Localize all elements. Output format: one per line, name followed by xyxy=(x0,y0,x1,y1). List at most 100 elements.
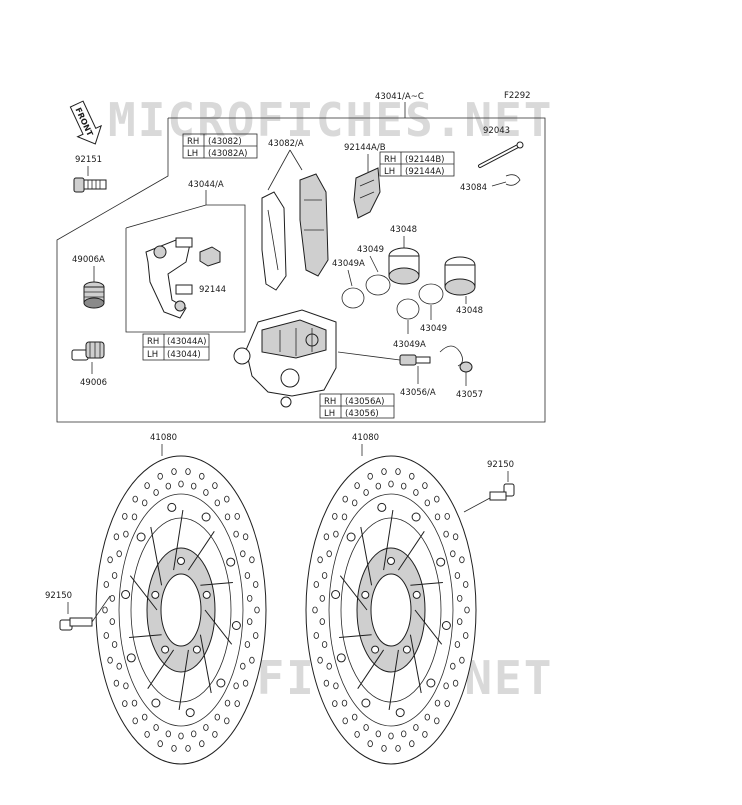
disc-hole xyxy=(326,662,332,670)
bleeder-cap xyxy=(439,345,473,373)
disc-hole xyxy=(459,656,465,664)
disc-spoke xyxy=(178,649,189,710)
disc-hole xyxy=(354,731,360,738)
label-seal-upper: 43049 xyxy=(357,245,384,255)
disc-spoke xyxy=(173,510,184,571)
label-pin: 92043 xyxy=(483,126,510,136)
disc-hole xyxy=(144,482,150,490)
disc-hole xyxy=(214,713,220,721)
disc-hole xyxy=(409,740,415,748)
disc-mount-hole xyxy=(202,590,211,599)
disc-hole xyxy=(424,499,430,507)
bolt-right xyxy=(463,483,515,513)
disc-spoke xyxy=(360,526,373,586)
disc-hole xyxy=(103,632,109,639)
disc-hole xyxy=(171,468,177,476)
label-piston-right: 43048 xyxy=(456,306,483,316)
disc-mount-hole xyxy=(151,590,160,599)
svg-text:RH: RH xyxy=(384,155,396,165)
disc-hole xyxy=(157,740,163,748)
disc-hole xyxy=(342,495,348,503)
seal-lower xyxy=(418,283,444,305)
disc-hole xyxy=(321,641,328,648)
disc-hole xyxy=(444,513,450,520)
disc-button xyxy=(151,698,161,708)
disc-hole xyxy=(171,745,177,752)
disc-hole xyxy=(132,717,138,725)
disc-hole xyxy=(452,533,459,541)
disc-hole xyxy=(381,745,387,752)
disc-hole xyxy=(434,495,440,503)
label-bolt-top: 92151 xyxy=(75,155,102,165)
disc-hole xyxy=(317,656,323,664)
disc-button xyxy=(136,532,146,542)
disc-hole xyxy=(444,700,450,707)
disc-spoke xyxy=(199,634,212,694)
label-bolt-left: 92150 xyxy=(45,591,72,601)
disc-spoke xyxy=(339,575,368,611)
disc-hole xyxy=(246,618,253,625)
caliper-bracket xyxy=(145,237,193,319)
disc-hole xyxy=(323,679,330,687)
label-seal-lower: 43049 xyxy=(420,324,447,334)
disc-spoke xyxy=(388,649,399,710)
disc-hole xyxy=(165,730,171,738)
disc-hole xyxy=(341,513,348,521)
disc-hole xyxy=(103,581,109,588)
disc-spoke xyxy=(129,634,162,638)
label-bolt-right: 92150 xyxy=(487,460,514,470)
brake-pad-outer xyxy=(261,191,287,291)
label-bleeder: 43056/A xyxy=(400,388,436,398)
disc-hole xyxy=(199,740,205,748)
disc-hole xyxy=(131,513,138,521)
disc-hole xyxy=(434,513,441,521)
disc-button xyxy=(411,512,421,522)
svg-text:(43056): (43056) xyxy=(345,409,379,419)
disc-hole xyxy=(224,495,230,503)
disc-spoke xyxy=(204,609,233,645)
disc-hole xyxy=(233,530,239,538)
disc-hole xyxy=(178,480,184,488)
disc-button xyxy=(346,532,356,542)
disc-hole xyxy=(422,731,428,738)
label-seal-lower-a: 43049A xyxy=(393,340,426,350)
disc-hole xyxy=(107,656,113,664)
watermark-top: MICROFICHES.NET xyxy=(108,93,553,147)
disc-hole xyxy=(252,581,259,588)
caliper-body xyxy=(233,309,337,408)
svg-text:(92144B): (92144B) xyxy=(405,155,445,165)
disc-hole xyxy=(367,472,373,480)
disc-hole xyxy=(313,581,319,588)
disc-hole xyxy=(452,679,459,687)
disc-hole xyxy=(244,572,251,579)
disc-hole xyxy=(463,632,469,639)
disc-hole xyxy=(178,732,184,740)
disc-hole xyxy=(102,606,108,614)
disc-hole xyxy=(242,679,249,687)
assembly-outline xyxy=(56,117,546,423)
disc-hole xyxy=(203,489,209,496)
disc-hole xyxy=(463,581,469,588)
disc-mount-hole xyxy=(412,590,421,599)
label-spring: 92144 xyxy=(199,285,226,295)
bolt-left xyxy=(59,595,111,631)
disc-hole xyxy=(375,482,381,490)
disc-hole xyxy=(141,499,148,507)
bracket-box xyxy=(125,204,246,333)
disc-hole xyxy=(122,513,128,520)
svg-text:(43044): (43044) xyxy=(167,350,201,360)
disc-hole xyxy=(319,618,325,625)
disc-hole xyxy=(367,740,373,748)
disc-hole xyxy=(165,482,171,490)
disc-button xyxy=(361,698,371,708)
disc-button xyxy=(395,708,405,718)
disc-hole xyxy=(333,682,339,690)
disc-hole xyxy=(113,679,120,687)
disc-hole xyxy=(317,556,323,564)
label-disc-right: 41080 xyxy=(352,433,379,443)
disc-spoke xyxy=(410,582,443,586)
seal-upper-a xyxy=(341,287,365,309)
disc-button xyxy=(336,653,346,663)
disc-mount-hole xyxy=(387,557,395,565)
